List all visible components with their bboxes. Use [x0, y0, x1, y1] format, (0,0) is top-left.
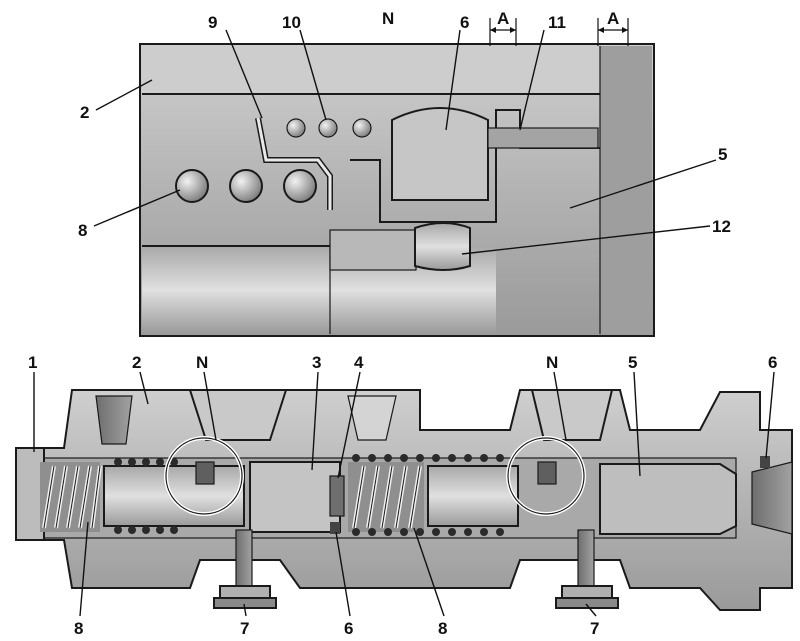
reservoir-port-left: [188, 389, 288, 441]
label-4: 4: [354, 353, 364, 372]
label-6-section-right: 6: [768, 353, 777, 372]
label-8-section-left: 8: [74, 619, 83, 638]
right-spring: [348, 462, 424, 532]
threaded-inlet: [95, 395, 133, 445]
dimension-a-left: [489, 18, 517, 46]
label-3: 3: [312, 353, 321, 372]
label-7-left: 7: [240, 619, 249, 638]
section-view: 1 2 N 3 4 N 5 6 8 7 6 8 7: [15, 353, 793, 638]
label-6-section-left: 6: [344, 619, 353, 638]
big-coil: [283, 169, 317, 203]
label-11: 11: [548, 13, 566, 32]
bleed-inlet: [347, 395, 397, 441]
detail-view: N A A 9 10 6 11 2 5 8 12: [78, 9, 731, 337]
big-coil: [175, 169, 209, 203]
label-10: 10: [282, 13, 301, 32]
secondary-piston: [427, 465, 519, 527]
label-7-right: 7: [590, 619, 599, 638]
valve-stem: [487, 127, 599, 149]
valve-body: [391, 107, 489, 201]
big-coil: [229, 169, 263, 203]
label-8-section-right: 8: [438, 619, 447, 638]
ring-seat: [329, 229, 417, 271]
reservoir-port-right: [530, 389, 614, 441]
bleed-screw-left: [213, 529, 277, 609]
seal-6-left: [330, 522, 340, 534]
detail-title: N: [382, 9, 394, 28]
label-5-section: 5: [628, 353, 637, 372]
label-1: 1: [28, 353, 37, 372]
piston-5: [599, 463, 737, 535]
label-n-left: N: [196, 353, 208, 372]
label-12: 12: [712, 217, 731, 236]
middle-piston: [249, 461, 341, 533]
small-coil: [318, 118, 338, 138]
small-coil: [286, 118, 306, 138]
end-cap: [15, 447, 45, 541]
label-6-detail: 6: [460, 13, 469, 32]
label-9: 9: [208, 13, 217, 32]
label-2-detail: 2: [80, 103, 89, 122]
left-spring: [40, 462, 102, 532]
label-n-right: N: [546, 353, 558, 372]
seal-6-right: [760, 456, 770, 468]
bleed-screw-right: [555, 529, 619, 609]
coil-row-top: [114, 454, 504, 466]
dimension-a-right: [597, 18, 629, 46]
seal-4: [329, 475, 345, 517]
label-5-detail: 5: [718, 145, 727, 164]
dim-label-a-right: A: [607, 9, 619, 28]
label-2-section: 2: [132, 353, 141, 372]
coil-row-bottom: [114, 526, 504, 536]
ring-12: [414, 222, 471, 271]
primary-piston: [103, 465, 245, 527]
housing-band: [142, 46, 652, 94]
dim-label-a-left: A: [497, 9, 509, 28]
small-coil: [352, 118, 372, 138]
outlet-cone: [751, 461, 793, 535]
label-8-detail: 8: [78, 221, 87, 240]
